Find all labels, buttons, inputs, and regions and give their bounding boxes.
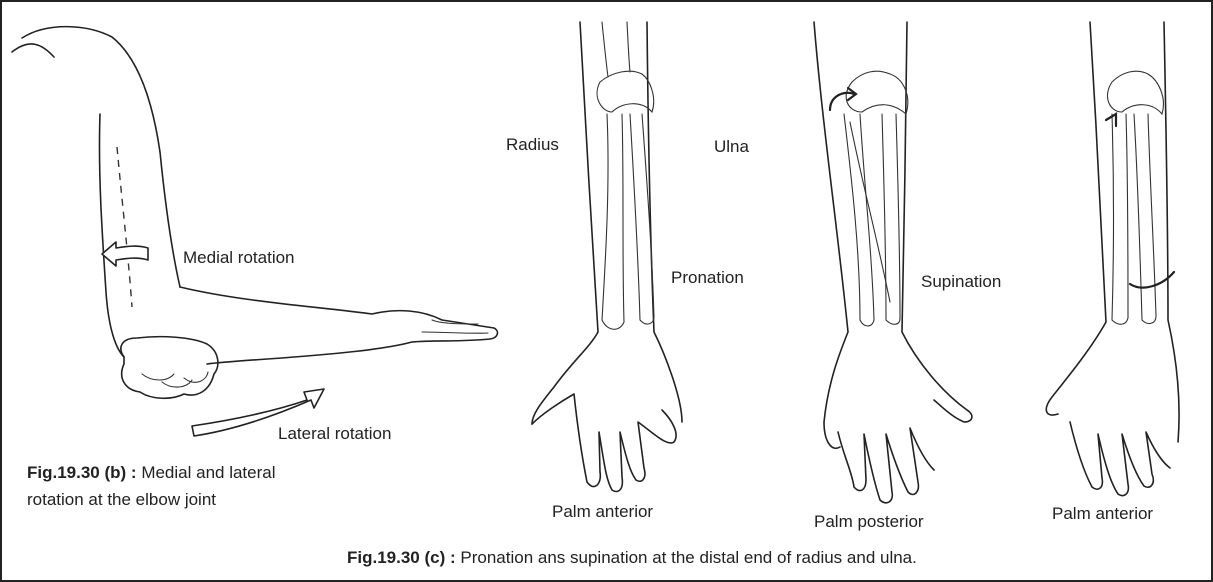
caption-c-fig-number: Fig.19.30 (c) : — [347, 548, 456, 567]
caption-c-text: Pronation ans supination at the distal e… — [460, 548, 917, 567]
forearm-supination-drawing — [814, 22, 972, 503]
caption-c: Fig.19.30 (c) : Pronation ans supination… — [347, 546, 917, 570]
label-palm-posterior: Palm posterior — [814, 512, 924, 532]
label-pronation: Pronation — [671, 268, 744, 288]
caption-b-line2: rotation at the elbow joint — [27, 488, 216, 512]
label-palm-anterior-1: Palm anterior — [552, 502, 653, 522]
label-ulna: Ulna — [714, 137, 749, 157]
label-medial-rotation: Medial rotation — [183, 248, 295, 268]
forearm-anterior-drawing — [1046, 22, 1179, 496]
label-lateral-rotation: Lateral rotation — [278, 424, 391, 444]
label-palm-anterior-2: Palm anterior — [1052, 504, 1153, 524]
label-supination: Supination — [921, 272, 1001, 292]
caption-b-fig-number: Fig.19.30 (b) : — [27, 463, 137, 482]
caption-b-line1: Fig.19.30 (b) : Medial and lateral — [27, 461, 276, 485]
elbow-arm-drawing — [12, 27, 497, 436]
forearm-pronation-drawing — [532, 22, 682, 491]
caption-b-text-1: Medial and lateral — [141, 463, 275, 482]
label-radius: Radius — [506, 135, 559, 155]
